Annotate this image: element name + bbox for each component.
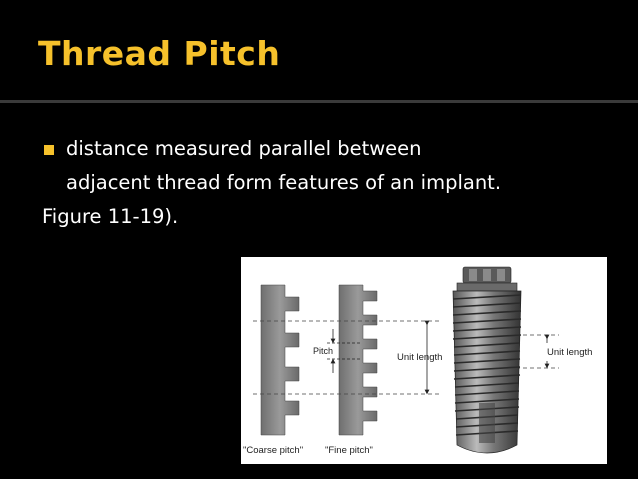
- coarse-pitch-caption: "Coarse pitch": [243, 445, 303, 456]
- bullet-text-line-1: distance measured parallel between: [66, 137, 422, 160]
- thread-pitch-diagram: Pitch Unit length: [243, 266, 606, 456]
- pitch-label: Pitch: [313, 346, 333, 356]
- implant-illustration: [452, 266, 522, 454]
- figure-reference-text: Figure 11-19).: [42, 205, 179, 228]
- bullet-text-line-2: adjacent thread form features of an impl…: [66, 171, 502, 194]
- fine-pitch-profile: [338, 284, 378, 436]
- title-bar: Thread Pitch: [0, 0, 638, 103]
- unit-length-label-right: Unit length: [547, 347, 592, 358]
- unit-length-label-left: Unit length: [397, 352, 442, 363]
- bullet-square-icon: [44, 145, 54, 155]
- unit-length-label-bg: [544, 343, 606, 361]
- pitch-arrows: [327, 329, 361, 373]
- fine-pitch-caption: "Fine pitch": [325, 445, 373, 456]
- thread-pitch-figure: Pitch Unit length: [241, 257, 607, 464]
- coarse-pitch-profile: [260, 284, 300, 436]
- slide-title: Thread Pitch: [38, 34, 281, 73]
